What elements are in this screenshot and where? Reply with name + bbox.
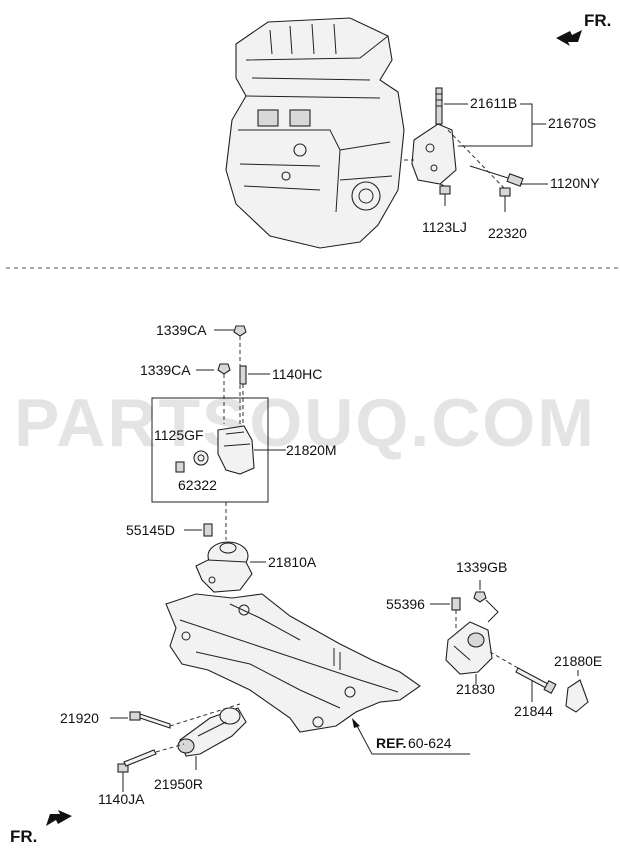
- engine-mount-21810A: [195, 541, 266, 593]
- label-1339CA-top: 1339CA: [156, 322, 207, 338]
- bolt-1140HC-icon: [239, 365, 247, 385]
- label-1339GB: 1339GB: [456, 559, 507, 575]
- bolt-1125GF-icon: [175, 461, 185, 473]
- arrow-right-icon: [556, 30, 582, 46]
- label-1120NY: 1120NY: [550, 175, 600, 191]
- bolt-1123LJ-icon: [439, 185, 451, 206]
- front-direction-arrow-top: FR.: [556, 11, 611, 46]
- front-subframe: [165, 593, 421, 733]
- label-1339CA: 1339CA: [140, 362, 191, 378]
- upper-mount-parts: [196, 325, 270, 424]
- engine-block: [225, 17, 405, 249]
- label-1125GF: 1125GF: [154, 427, 204, 443]
- label-21920: 21920: [60, 710, 99, 726]
- bolt-21920-icon: [129, 711, 141, 721]
- label-22320: 22320: [488, 225, 527, 241]
- nut-1339CA-icon: [217, 363, 231, 375]
- direction-label-top: FR.: [584, 11, 611, 30]
- nut-1339CA-top-icon: [233, 325, 247, 337]
- transmission-mount-21830: [445, 621, 493, 684]
- bolt-55145D-icon: [203, 523, 213, 537]
- watermark-text: PARTSOUQ.COM: [14, 385, 596, 461]
- direction-label-bottom: FR.: [10, 827, 37, 846]
- label-21880E: 21880E: [554, 653, 602, 669]
- label-21810A: 21810A: [268, 554, 317, 570]
- reference-label: REF. 60-624: [376, 735, 452, 751]
- reference-value: 60-624: [408, 735, 452, 751]
- label-21820M: 21820M: [286, 442, 337, 458]
- bolt-22320-icon: [499, 187, 511, 212]
- cover-21880E-icon: [565, 679, 589, 713]
- bolt-55396-icon: [451, 597, 461, 611]
- front-direction-arrow-bottom: FR.: [10, 810, 72, 846]
- label-1123LJ: 1123LJ: [422, 219, 467, 235]
- roll-mount-21950R: [177, 707, 247, 770]
- bolt-1120NY-icon: [469, 165, 524, 187]
- label-62322: 62322: [178, 477, 217, 493]
- arrow-left-icon: [46, 810, 72, 826]
- label-55396: 55396: [386, 596, 425, 612]
- engine-bracket-assembly: [404, 87, 524, 212]
- label-21611B: 21611B: [470, 95, 517, 111]
- ref-pointer-icon: [352, 718, 360, 728]
- label-21830: 21830: [456, 681, 495, 697]
- label-1140JA: 1140JA: [98, 791, 145, 807]
- reference-prefix: REF.: [376, 735, 406, 751]
- nut-1339GB-icon: [473, 591, 487, 603]
- label-21950R: 21950R: [154, 776, 203, 792]
- label-21670S: 21670S: [548, 115, 596, 131]
- washer-62322-icon: [193, 450, 209, 466]
- label-21844: 21844: [514, 703, 553, 719]
- label-1140HC: 1140HC: [272, 366, 322, 382]
- bracket-21820M: [175, 425, 286, 475]
- label-55145D: 55145D: [126, 522, 175, 538]
